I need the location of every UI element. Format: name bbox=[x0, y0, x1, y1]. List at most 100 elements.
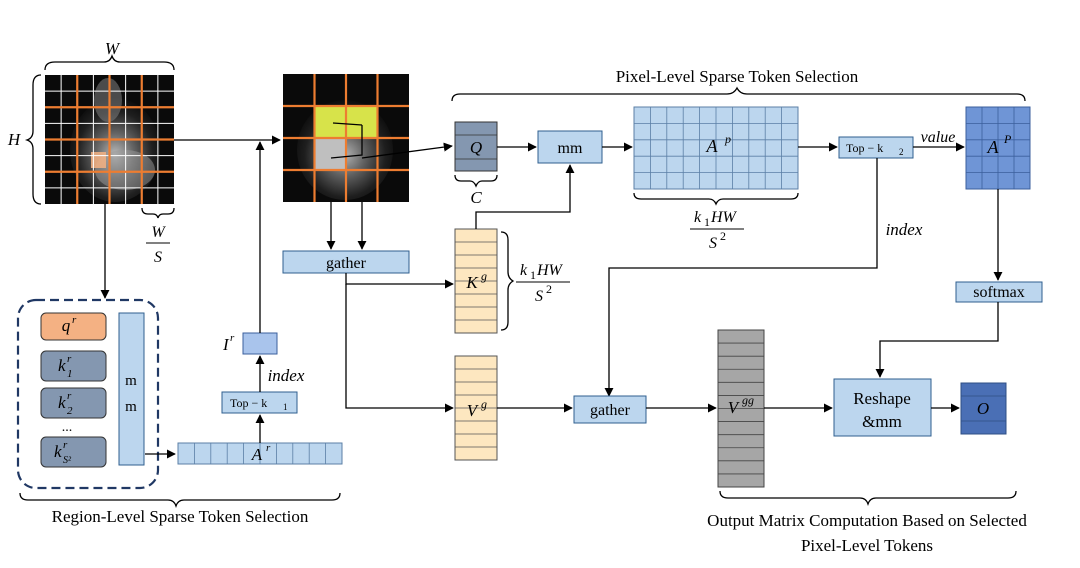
topk1-sub: 1 bbox=[283, 402, 288, 412]
gather-top-label: gather bbox=[326, 255, 367, 272]
width-brace bbox=[44, 53, 175, 71]
svg-text:K: K bbox=[465, 273, 479, 292]
height-brace bbox=[24, 74, 42, 205]
arrow-kg-to-mm bbox=[475, 164, 575, 229]
query-region bbox=[315, 138, 346, 169]
svg-text:g: g bbox=[481, 269, 487, 283]
arrow-softmax-to-reshape bbox=[875, 302, 999, 378]
region-key-2-box bbox=[40, 387, 107, 419]
mm-label: mm bbox=[558, 140, 583, 157]
gather-bottom-box bbox=[573, 395, 647, 424]
region-mm-bar bbox=[118, 312, 145, 466]
reshape-mm-label: &mm bbox=[862, 412, 902, 431]
kg-hw-label: HW bbox=[536, 262, 564, 279]
region-index-label: I bbox=[222, 335, 230, 354]
pixel-attention-matrix: A p bbox=[633, 106, 799, 190]
pixel-section-title: Pixel-Level Sparse Token Selection bbox=[616, 67, 859, 86]
region-width-numerator: W bbox=[151, 224, 166, 241]
region-mm-letter-1: m bbox=[125, 373, 137, 389]
arrow-index-to-gather bbox=[604, 158, 878, 397]
index-right-label: index bbox=[886, 220, 923, 239]
reshape-mm-box bbox=[833, 378, 932, 437]
value-gathered-tokens: V g bbox=[454, 355, 498, 461]
svg-text:r: r bbox=[266, 442, 271, 454]
ap-hw-label: HW bbox=[710, 209, 738, 226]
region-mm-letter-2: m bbox=[125, 399, 137, 415]
input-image bbox=[45, 75, 174, 204]
kg-k-label: k bbox=[520, 262, 528, 279]
selected-attention-matrix: A P bbox=[965, 106, 1031, 190]
region-key-s-sup: r bbox=[63, 439, 68, 451]
index-left-label: index bbox=[268, 366, 305, 385]
region-index-sup: r bbox=[230, 332, 235, 344]
region-section-brace bbox=[19, 492, 341, 509]
width-label: W bbox=[105, 39, 121, 58]
region-key-2-sup: r bbox=[67, 390, 72, 402]
svg-text:V: V bbox=[728, 398, 741, 417]
svg-text:A: A bbox=[706, 136, 719, 156]
svg-text:gg: gg bbox=[742, 393, 754, 407]
softmax-label: softmax bbox=[973, 284, 1025, 301]
svg-text:V: V bbox=[467, 401, 480, 420]
svg-text:A: A bbox=[987, 137, 1000, 157]
query-token: Q bbox=[454, 121, 498, 172]
region-index-box bbox=[242, 332, 278, 355]
ap-k-sub: 1 bbox=[704, 215, 710, 229]
region-key-1-label: k bbox=[58, 356, 66, 375]
region-key-2-label: k bbox=[58, 393, 66, 412]
channel-label: C bbox=[470, 188, 482, 207]
region-key-s-sub: S² bbox=[63, 455, 72, 466]
arrow-gather-to-kg bbox=[345, 273, 454, 289]
kg-s-label: S bbox=[535, 288, 543, 305]
ap-s-sup: 2 bbox=[720, 229, 726, 243]
query-channel-brace bbox=[454, 174, 498, 188]
output-title-line-2: Pixel-Level Tokens bbox=[801, 536, 933, 555]
topk2-sub: 2 bbox=[899, 147, 904, 157]
ap-k-label: k bbox=[694, 209, 702, 226]
kg-height-brace bbox=[500, 231, 515, 331]
region-query-sup: r bbox=[72, 314, 77, 326]
arrow-region-to-query bbox=[361, 142, 453, 159]
output-tokens: O bbox=[960, 382, 1007, 435]
region-query-box bbox=[40, 312, 107, 341]
gather-bottom-label: gather bbox=[590, 402, 631, 419]
pixel-section-brace bbox=[451, 86, 1026, 102]
topk2-label: Top − k bbox=[846, 141, 883, 155]
topk1-label: Top − k bbox=[230, 396, 267, 410]
height-label: H bbox=[7, 130, 22, 149]
reshape-label: Reshape bbox=[853, 389, 911, 408]
mm-box bbox=[537, 130, 603, 164]
region-key-1-sub: 1 bbox=[67, 368, 73, 380]
value-selected-tokens: V gg bbox=[717, 329, 765, 488]
region-key-ellipsis: ... bbox=[62, 420, 73, 435]
region-section-title: Region-Level Sparse Token Selection bbox=[52, 507, 309, 526]
region-width-brace bbox=[141, 207, 175, 219]
ap-width-brace bbox=[633, 192, 799, 206]
key-gathered-tokens: K g bbox=[454, 228, 498, 334]
region-attention-row: A r bbox=[177, 442, 343, 465]
region-key-s-label: k bbox=[54, 442, 62, 461]
region-query-label: q bbox=[62, 316, 71, 335]
region-key-2-sub: 2 bbox=[67, 405, 73, 417]
softmax-box bbox=[955, 281, 1043, 303]
selected-region-1 bbox=[315, 107, 346, 138]
region-key-s-box bbox=[40, 436, 107, 468]
kg-s-sup: 2 bbox=[546, 282, 552, 296]
svg-text:p: p bbox=[724, 132, 731, 146]
value-label: value bbox=[921, 129, 956, 146]
svg-text:Q: Q bbox=[470, 138, 482, 157]
region-image bbox=[283, 74, 409, 202]
arrow-gather-to-vg bbox=[345, 284, 454, 413]
ap-s-label: S bbox=[709, 235, 717, 252]
svg-text:O: O bbox=[977, 399, 989, 418]
fine-grid bbox=[45, 75, 174, 204]
output-section-brace bbox=[719, 490, 1017, 507]
kg-k-sub: 1 bbox=[530, 268, 536, 282]
region-block bbox=[16, 298, 160, 490]
output-title-line-1: Output Matrix Computation Based on Selec… bbox=[707, 511, 1027, 530]
svg-text:g: g bbox=[481, 397, 487, 411]
svg-text:P: P bbox=[1003, 132, 1012, 146]
region-key-1-box bbox=[40, 350, 107, 382]
region-grid bbox=[283, 74, 409, 202]
